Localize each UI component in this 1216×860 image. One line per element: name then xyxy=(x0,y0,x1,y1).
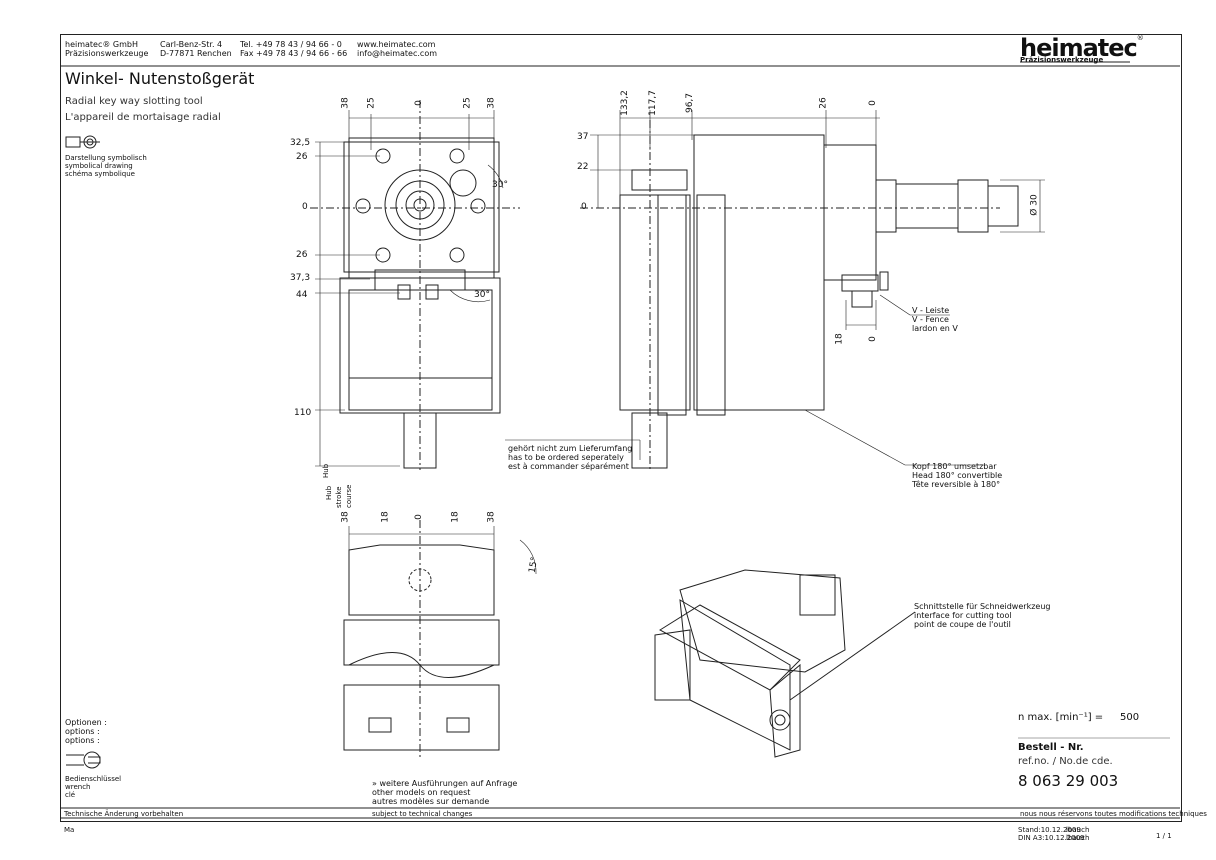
isometric-view xyxy=(654,569,916,758)
speed-label: n max. [min⁻¹] = xyxy=(1018,712,1104,723)
dim-front-left-6: 44 xyxy=(296,290,308,300)
dim-side-top-5: 0 xyxy=(867,100,878,106)
stroke-label: Hub xyxy=(322,463,330,478)
dim-side-v-2: 0 xyxy=(867,336,878,342)
dim-diameter: Ø 30 xyxy=(1029,194,1040,216)
dim-front-left-1: 32,5 xyxy=(290,138,311,148)
brand-logo: heimatec® Präzisionswerkzeuge xyxy=(1020,34,1144,64)
footer-mid: subject to technical changes xyxy=(372,810,473,818)
footer-left: Technische Änderung vorbehalten xyxy=(64,810,184,818)
dim-angle-top: 30° xyxy=(492,180,508,190)
dim-bottom-top-4: 18 xyxy=(450,511,461,523)
dim-side-left-3: 0 xyxy=(581,202,587,212)
title-fr: L'appareil de mortaisage radial xyxy=(65,112,221,123)
dim-angle-bottom: 30° xyxy=(474,290,490,300)
dim-front-left-2: 26 xyxy=(296,152,308,162)
order-number: 8 063 29 003 xyxy=(1018,772,1119,790)
side-view xyxy=(580,120,1019,470)
options-label: Optionen :options :options : xyxy=(65,718,107,745)
dim-bottom-top-5: 38 xyxy=(486,511,497,523)
dim-side-top-4: 26 xyxy=(818,97,829,109)
order-sub: ref.no. / No.de cde. xyxy=(1018,756,1113,767)
symbol-drawing-icon xyxy=(65,135,100,149)
dim-front-left-3: 0 xyxy=(302,202,308,212)
dim-front-top-4: 25 xyxy=(462,97,473,109)
title-de: Winkel- Nutenstoßgerät xyxy=(65,69,255,88)
bottom-view xyxy=(343,520,500,760)
dim-side-top-1: 133,2 xyxy=(619,90,630,116)
order-label: Bestell - Nr. xyxy=(1018,742,1084,753)
dim-front-left-4: 26 xyxy=(296,250,308,260)
dim-side-v-1: 18 xyxy=(834,333,845,345)
front-view xyxy=(310,100,520,470)
dim-front-left-5: 37,3 xyxy=(290,273,311,283)
dim-front-top-3: 0 xyxy=(413,100,424,106)
speed-value: 500 xyxy=(1120,712,1140,723)
dim-bottom-top-1: 38 xyxy=(340,511,351,523)
footer-page: 1 / 1 xyxy=(1156,832,1172,840)
dim-side-top-2: 117,7 xyxy=(647,90,658,116)
dim-front-left-7: 110 xyxy=(294,408,312,418)
dim-front-top-1: 38 xyxy=(340,97,351,109)
drawing-sheet xyxy=(60,34,1182,822)
footer-right: nous nous réservons toutes modifications… xyxy=(1020,810,1207,818)
footer-mark: Ma xyxy=(64,826,75,834)
dim-side-left-1: 37 xyxy=(577,132,589,142)
dim-side-left-2: 22 xyxy=(577,162,589,172)
dim-front-top-5: 38 xyxy=(486,97,497,109)
dim-bottom-top-2: 18 xyxy=(380,511,391,523)
dim-side-top-3: 96,7 xyxy=(685,92,696,114)
title-en: Radial key way slotting tool xyxy=(65,96,203,107)
dim-bottom-top-3: 0 xyxy=(413,514,424,520)
dim-front-top-2: 25 xyxy=(366,97,377,109)
wrench-icon xyxy=(66,751,101,769)
